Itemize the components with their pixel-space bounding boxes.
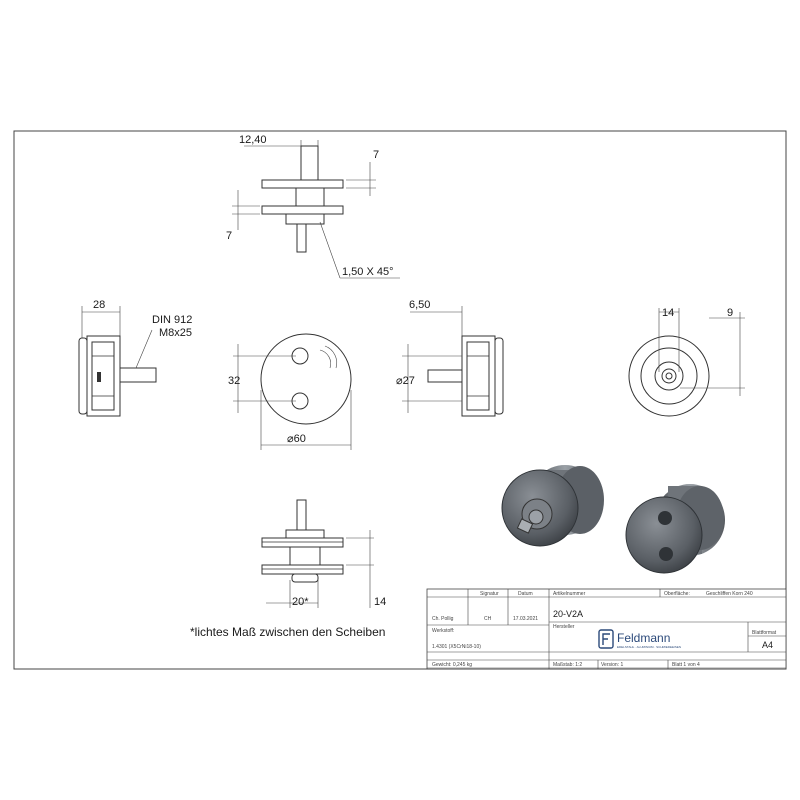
tb-sheet: Blatt 1 von 4	[672, 662, 700, 668]
dim-side-diameter: ⌀27	[396, 375, 415, 387]
tb-date: 17.03.2021	[513, 616, 538, 622]
dim-chamfer: 1,50 X 45°	[342, 266, 394, 278]
drawing-frame	[13, 130, 787, 670]
tb-signature: CH	[484, 616, 492, 622]
tb-header-finish: Geschliffen Korn 240	[706, 591, 753, 597]
tb-hersteller-label: Hersteller	[553, 624, 575, 630]
tb-scale: Maßstab: 1:2	[553, 662, 582, 668]
title-block: Signatur Datum Artikelnummer Oberfläche:…	[426, 588, 787, 670]
tb-company: Feldmann	[617, 631, 670, 645]
dim-side-offset: 6,50	[409, 299, 430, 311]
dim-top-right: 7	[373, 149, 379, 161]
dim-bolt: M8x25	[159, 327, 192, 339]
dim-back-center: 14	[662, 307, 674, 319]
tb-header-artikelnummer: Artikelnummer	[553, 591, 586, 597]
render-3d-back	[501, 465, 604, 547]
tb-checked: Ch. Pollig	[432, 616, 454, 622]
feldmann-logo-icon	[598, 629, 614, 649]
tb-format-label: Blattformat	[752, 630, 777, 636]
dim-back-right: 9	[727, 307, 733, 319]
front-view: 32 ⌀60	[228, 333, 352, 450]
tb-format-value: A4	[762, 640, 773, 650]
top-view: 12,40 7 7 1,50 X 45°	[226, 134, 400, 279]
left-side-view: 28 DIN 912 M8x25	[78, 299, 192, 417]
tb-article-number: 20-V2A	[553, 609, 583, 619]
footnote: *lichtes Maß zwischen den Scheiben	[190, 625, 385, 639]
render-3d-front	[625, 484, 725, 574]
tb-header-oberflaeche: Oberfläche:	[664, 591, 690, 597]
back-view: 14 9	[628, 307, 745, 417]
tb-company-tagline: EDELSTAHL · ALUMINIUM · SCHMIEDEEISEN	[617, 645, 681, 649]
tb-version: Version: 1	[601, 662, 623, 668]
dim-top-left: 7	[226, 230, 232, 242]
dim-left-width: 28	[93, 299, 105, 311]
dim-hole-spacing: 32	[228, 375, 240, 387]
tb-werkstoff-value: 1.4301 (X5CrNi18-10)	[432, 644, 481, 650]
bottom-view: 20* 14	[261, 499, 386, 608]
tb-weight: Gewicht: 0,245 kg	[432, 662, 472, 668]
dim-top-width: 12,40	[239, 134, 267, 146]
tb-werkstoff-label: Werkstoff:	[432, 628, 454, 634]
dim-bottom-height: 14	[374, 596, 386, 608]
tb-header-datum: Datum	[518, 591, 533, 597]
dim-din: DIN 912	[152, 314, 192, 326]
right-side-view: 6,50 ⌀27	[396, 299, 504, 417]
dim-front-diameter: ⌀60	[287, 433, 306, 445]
tb-header-signatur: Signatur	[480, 591, 499, 597]
dim-bottom-gap: 20*	[292, 596, 309, 608]
